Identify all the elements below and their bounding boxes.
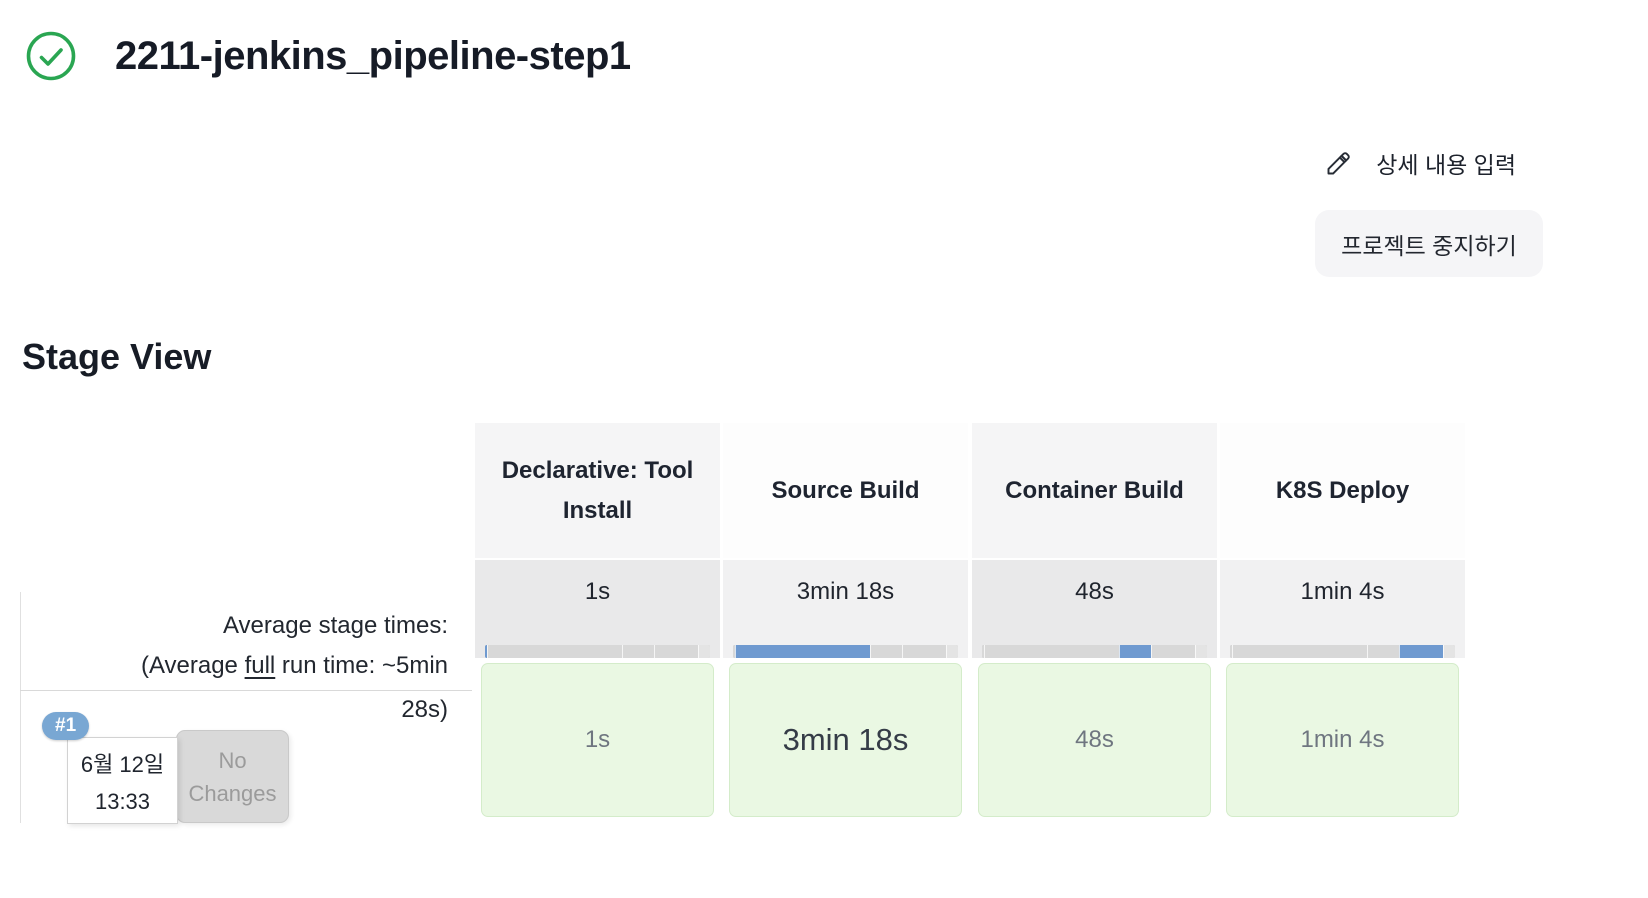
job-header: 2211-jenkins_pipeline-step1 <box>25 30 631 82</box>
average-stage-times-label: Average stage times: (Average full run t… <box>20 606 448 686</box>
stage-header-container-build: Container Build <box>972 423 1217 558</box>
builds-column-left-border <box>20 592 21 823</box>
no-changes-badge: No Changes <box>176 730 289 823</box>
average-time-value: 1s <box>584 578 611 605</box>
stage-proportion-bar <box>733 645 958 658</box>
stage-header-source-build: Source Build <box>723 423 968 558</box>
pencil-icon <box>1327 151 1351 174</box>
build-date: 6월 12일 <box>80 751 165 777</box>
success-check-circle-icon <box>26 31 76 81</box>
stage-proportion-bar <box>1230 645 1455 658</box>
average-time-value: 1min 4s <box>1300 578 1385 605</box>
average-time-cell: 3min 18s <box>723 560 968 658</box>
average-time-cell: 1min 4s <box>1220 560 1465 658</box>
build-number-badge[interactable]: #1 <box>42 712 90 740</box>
stage-result-cell-source-build[interactable]: 3min 18s <box>729 663 962 817</box>
build-row-divider <box>20 690 472 691</box>
average-time-cell: 48s <box>972 560 1217 658</box>
stage-result-cell-declarative-tool-install[interactable]: 1s <box>481 663 714 817</box>
stage-proportion-bar <box>485 645 710 658</box>
stage-result-cell-container-build[interactable]: 48s <box>978 663 1211 817</box>
average-time-value: 3min 18s <box>796 578 895 605</box>
average-label-line2: (Average full run time: ~5min <box>140 652 448 679</box>
stage-result-cell-k8s-deploy[interactable]: 1min 4s <box>1226 663 1459 817</box>
stage-header-k8s-deploy: K8S Deploy <box>1220 423 1465 558</box>
stage-header-declarative-tool-install: Declarative: Tool Install <box>475 423 720 558</box>
build-date-card[interactable]: 6월 12일 13:33 <box>67 737 178 824</box>
stage-proportion-bar <box>982 645 1207 658</box>
full-underlined-word: full <box>244 652 276 679</box>
stage-view-heading: Stage View <box>22 336 212 377</box>
edit-details-action[interactable]: 상세 내용 입력 <box>1325 146 1516 180</box>
page-title: 2211-jenkins_pipeline-step1 <box>115 33 631 78</box>
average-time-value: 48s <box>1075 578 1114 605</box>
build-time: 13:33 <box>94 788 151 814</box>
average-label-line1: Average stage times: <box>222 612 448 639</box>
stop-project-button[interactable]: 프로젝트 중지하기 <box>1315 210 1543 277</box>
edit-details-label[interactable]: 상세 내용 입력 <box>1376 152 1516 178</box>
average-label-line3: 28s) <box>401 696 448 723</box>
average-time-cell: 1s <box>475 560 720 658</box>
